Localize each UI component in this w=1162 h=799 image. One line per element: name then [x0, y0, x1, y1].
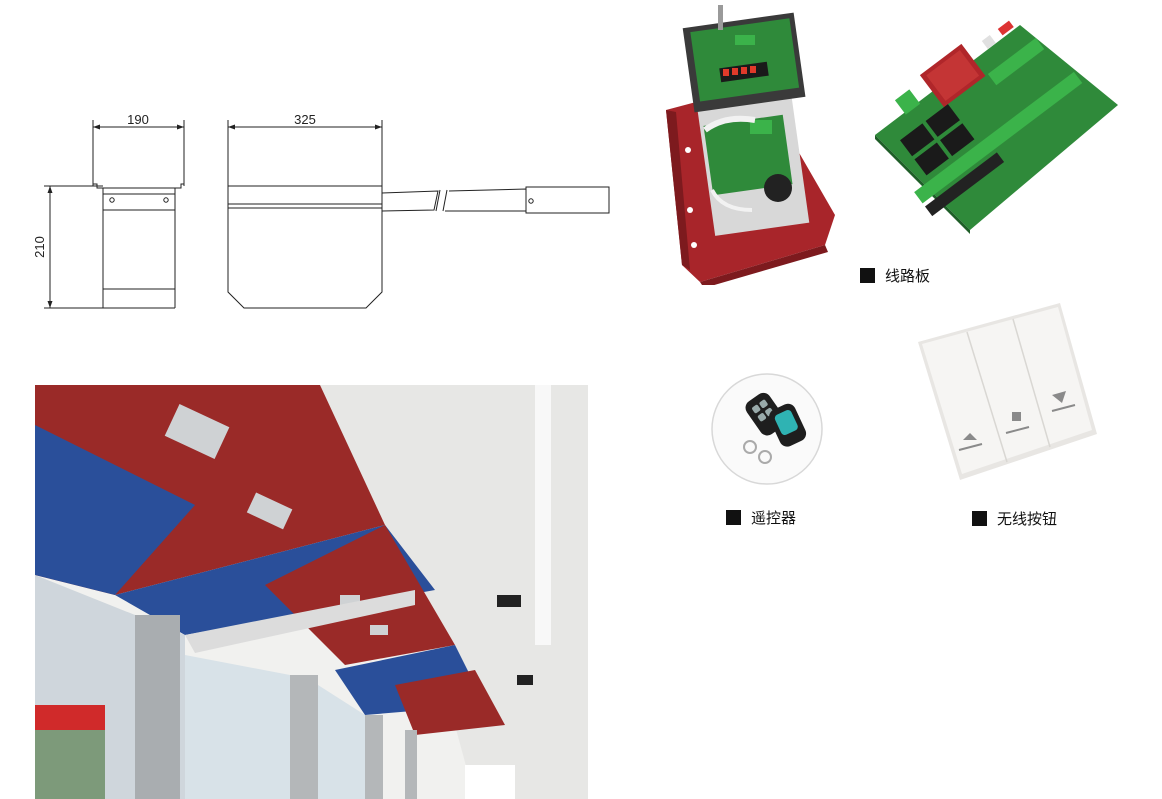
- down-triangle-icon: [1052, 391, 1066, 403]
- width-dimension-label: 190: [127, 112, 149, 127]
- motor-controller-image: [666, 5, 835, 285]
- dimension-drawing: 190 325 210: [32, 112, 610, 309]
- circuit-board-caption-text: 线路板: [885, 267, 931, 285]
- circuit-board-caption: 线路板: [860, 265, 930, 286]
- stop-square-icon: [1012, 412, 1021, 421]
- wireless-button-caption-text: 无线按钮: [997, 510, 1058, 528]
- bullet-square-icon: [972, 511, 987, 526]
- remote-control-caption: 遥控器: [726, 507, 796, 528]
- wireless-button-caption: 无线按钮: [972, 508, 1057, 529]
- circuit-board-image: [875, 20, 1118, 234]
- wireless-button-image: [918, 303, 1097, 480]
- height-dimension-label: 210: [32, 236, 47, 258]
- remote-control-image: [711, 373, 823, 485]
- bullet-square-icon: [726, 510, 741, 525]
- installed-doors-photo: [35, 385, 588, 799]
- remote-control-caption-text: 遥控器: [751, 509, 797, 527]
- bullet-square-icon: [860, 268, 875, 283]
- up-triangle-icon: [963, 433, 977, 440]
- depth-dimension-label: 325: [294, 112, 316, 127]
